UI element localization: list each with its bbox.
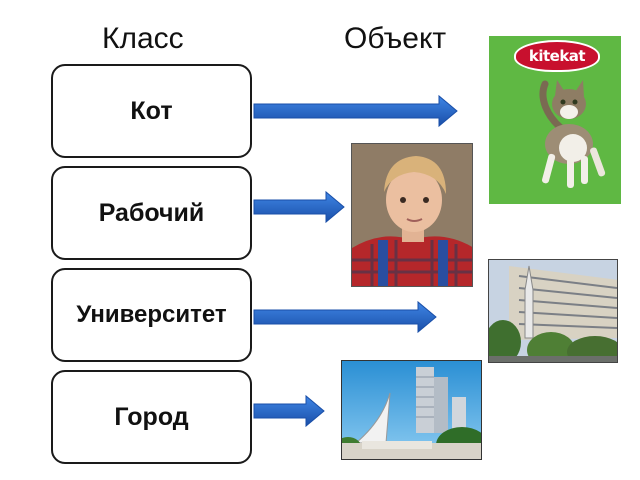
class-label: Кот [130,97,173,125]
class-label: Рабочий [98,199,205,227]
arrow-city [253,394,325,428]
object-column-header: Объект [344,22,447,55]
class-box-city: Город [51,370,252,464]
class-column-header: Класс [102,22,184,55]
kitekat-logo: kitekat [514,40,600,72]
city-photo [341,360,482,460]
class-label: Город [114,403,189,431]
arrow-cat [253,94,458,128]
worker-photo [351,143,473,287]
class-label: Университет [76,301,227,328]
cat-photo: kitekat [489,36,621,204]
university-photo [488,259,618,363]
class-box-cat: Кот [51,64,252,158]
class-box-worker: Рабочий [51,166,252,260]
arrow-worker [253,190,345,224]
arrow-university [253,300,437,334]
class-box-university: Университет [51,268,252,362]
